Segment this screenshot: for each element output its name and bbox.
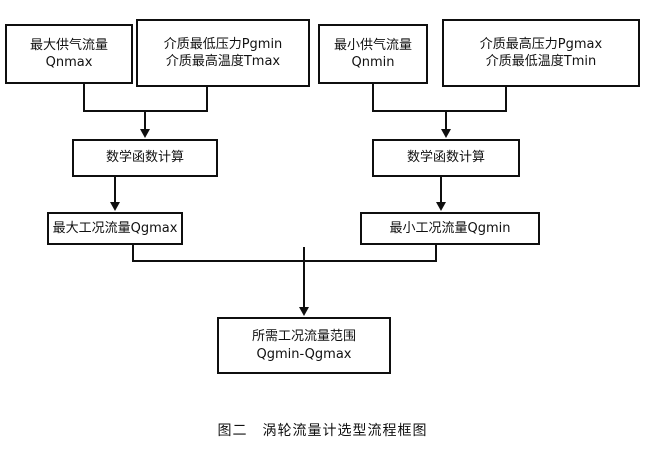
node-math-calc-left: 数学函数计算 xyxy=(72,139,218,177)
connector-left-calc-stem xyxy=(144,110,146,130)
node-qgmin-label: 最小工况流量Qgmin xyxy=(389,220,511,236)
node-max-supply-flow-line2: Qnmax xyxy=(45,55,93,70)
figure-caption: 图二 涡轮流量计选型流程框图 xyxy=(217,423,428,439)
node-result-range-line2: Qgmin-Qgmax xyxy=(256,346,352,362)
node-qgmax-label: 最大工况流量Qgmax xyxy=(52,220,178,236)
connector-max-pressure-drop xyxy=(505,87,507,112)
connector-min-pressure-drop xyxy=(206,87,208,112)
arrowhead-result xyxy=(299,307,309,316)
node-max-pressure-min-temp-line2: 介质最低温度Tmin xyxy=(485,54,597,69)
connector-result-stem xyxy=(303,247,305,308)
node-qgmax: 最大工况流量Qgmax xyxy=(47,212,183,245)
node-min-supply-flow-line1: 最小供气流量 xyxy=(333,37,412,53)
connector-bottom-merge-bar xyxy=(132,260,437,262)
node-min-pressure-max-temp-line1: 介质最低压力Pgmin xyxy=(163,36,283,52)
node-min-supply-flow-line2: Qnmin xyxy=(351,55,395,70)
arrowhead-qgmin xyxy=(436,202,446,211)
arrowhead-left-calc xyxy=(140,129,150,138)
arrowhead-right-calc xyxy=(441,129,451,138)
node-result-range-line1: 所需工况流量范围 xyxy=(251,329,356,345)
node-qgmin: 最小工况流量Qgmin xyxy=(360,212,540,245)
connector-qgmin-drop xyxy=(435,245,437,262)
connector-right-merge-bar xyxy=(372,110,507,112)
arrowhead-qgmax xyxy=(110,202,120,211)
connector-max-supply-drop xyxy=(83,84,85,112)
connector-calcleft-to-qgmax xyxy=(114,177,116,203)
connector-calcright-to-qgmin xyxy=(440,177,442,203)
node-max-supply-flow-line1: 最大供气流量 xyxy=(29,37,108,53)
node-min-supply-flow: 最小供气流量 Qnmin xyxy=(318,24,428,84)
node-math-calc-left-label: 数学函数计算 xyxy=(105,150,184,166)
connector-right-calc-stem xyxy=(445,110,447,130)
connector-qgmax-drop xyxy=(132,245,134,262)
node-max-pressure-min-temp-line1: 介质最高压力Pgmax xyxy=(479,36,603,52)
connector-min-supply-drop xyxy=(372,84,374,112)
node-min-pressure-max-temp: 介质最低压力Pgmin 介质最高温度Tmax xyxy=(136,19,310,87)
node-math-calc-right-label: 数学函数计算 xyxy=(406,150,485,166)
node-result-range: 所需工况流量范围 Qgmin-Qgmax xyxy=(217,317,391,374)
node-math-calc-right: 数学函数计算 xyxy=(372,139,520,177)
node-max-pressure-min-temp: 介质最高压力Pgmax 介质最低温度Tmin xyxy=(442,19,640,87)
node-min-pressure-max-temp-line2: 介质最高温度Tmax xyxy=(165,54,281,69)
node-max-supply-flow: 最大供气流量 Qnmax xyxy=(5,24,133,84)
